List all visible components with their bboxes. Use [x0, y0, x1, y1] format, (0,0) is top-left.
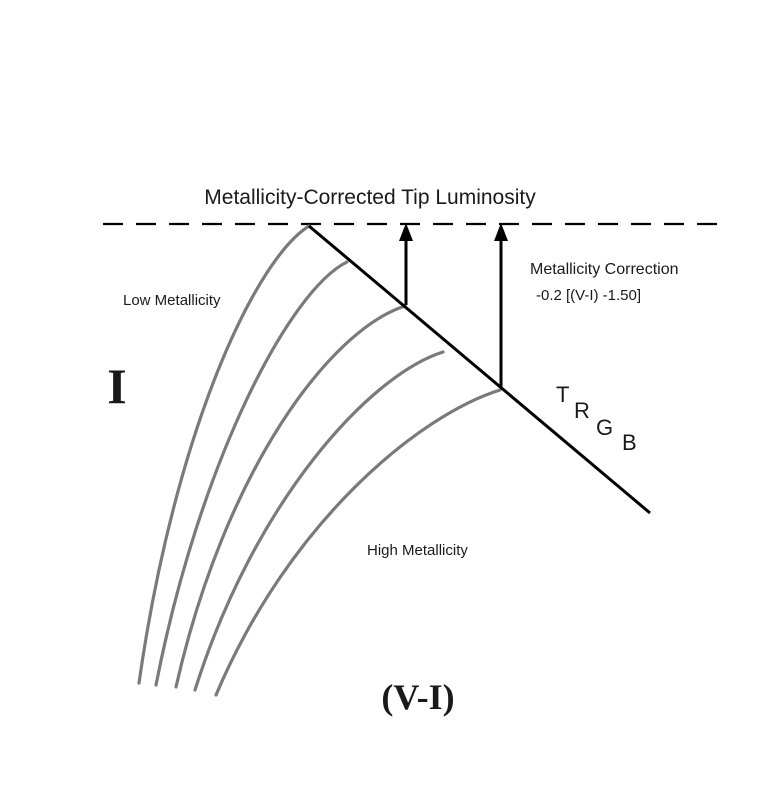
correction-label: Metallicity Correction — [530, 261, 678, 278]
giant-branch-5 — [214, 388, 502, 697]
correction-formula: -0.2 [(V-I) -1.50] — [536, 287, 641, 304]
giant-branch-3 — [174, 304, 407, 689]
diagram-title: Metallicity-Corrected Tip Luminosity — [204, 186, 536, 209]
trgb-line — [308, 224, 651, 515]
giant-branch-2 — [154, 260, 349, 687]
arrowhead-short-icon — [399, 223, 413, 241]
giant-branch-1 — [137, 224, 311, 685]
trgb-letter-t: T — [556, 382, 569, 407]
trgb-letter-b: B — [622, 430, 637, 455]
x-axis-label: (V-I) — [381, 677, 454, 717]
high-metallicity-label: High Metallicity — [367, 542, 468, 559]
arrowhead-long-icon — [494, 223, 508, 241]
trgb-letter-r: R — [574, 398, 590, 423]
giant-branches — [137, 224, 502, 697]
giant-branch-4 — [193, 350, 445, 692]
trgb-letter-g: G — [596, 415, 613, 440]
correction-arrows — [404, 238, 503, 388]
y-axis-label: I — [107, 358, 126, 414]
low-metallicity-label: Low Metallicity — [123, 292, 221, 309]
